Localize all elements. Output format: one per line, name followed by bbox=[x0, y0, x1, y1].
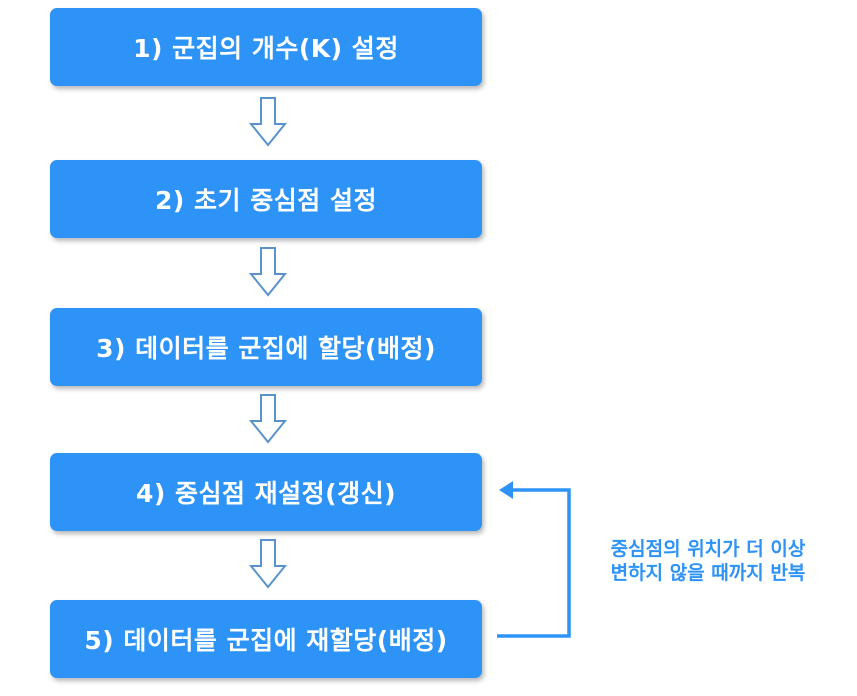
step-4-update-centroids: 4) 중심점 재설정(갱신) bbox=[50, 453, 482, 531]
step-4-label: 4) 중심점 재설정(갱신) bbox=[135, 479, 397, 508]
step-2-initial-centroids: 2) 초기 중심점 설정 bbox=[50, 160, 482, 238]
down-arrow-icon bbox=[249, 539, 287, 589]
step-3-assign-data: 3) 데이터를 군집에 할당(배정) bbox=[50, 308, 482, 386]
arrowhead-left-icon bbox=[499, 481, 513, 499]
step-2-label: 2) 초기 중심점 설정 bbox=[155, 186, 377, 215]
step-1-set-cluster-count: 1) 군집의 개수(K) 설정 bbox=[50, 8, 482, 86]
loop-note-line-2: 변하지 않을 때까지 반복 bbox=[610, 562, 806, 584]
down-arrow-icon bbox=[249, 394, 287, 444]
step-5-reassign-data: 5) 데이터를 군집에 재할당(배정) bbox=[50, 600, 482, 678]
down-arrow-icon bbox=[249, 247, 287, 297]
step-1-label: 1) 군집의 개수(K) 설정 bbox=[133, 34, 399, 63]
step-5-label: 5) 데이터를 군집에 재할당(배정) bbox=[84, 626, 448, 655]
down-arrow-icon bbox=[249, 97, 287, 147]
loop-note-line-1: 중심점의 위치가 더 이상 bbox=[610, 538, 806, 560]
step-3-label: 3) 데이터를 군집에 할당(배정) bbox=[96, 334, 436, 363]
loop-condition-note: 중심점의 위치가 더 이상 변하지 않을 때까지 반복 bbox=[578, 537, 838, 585]
